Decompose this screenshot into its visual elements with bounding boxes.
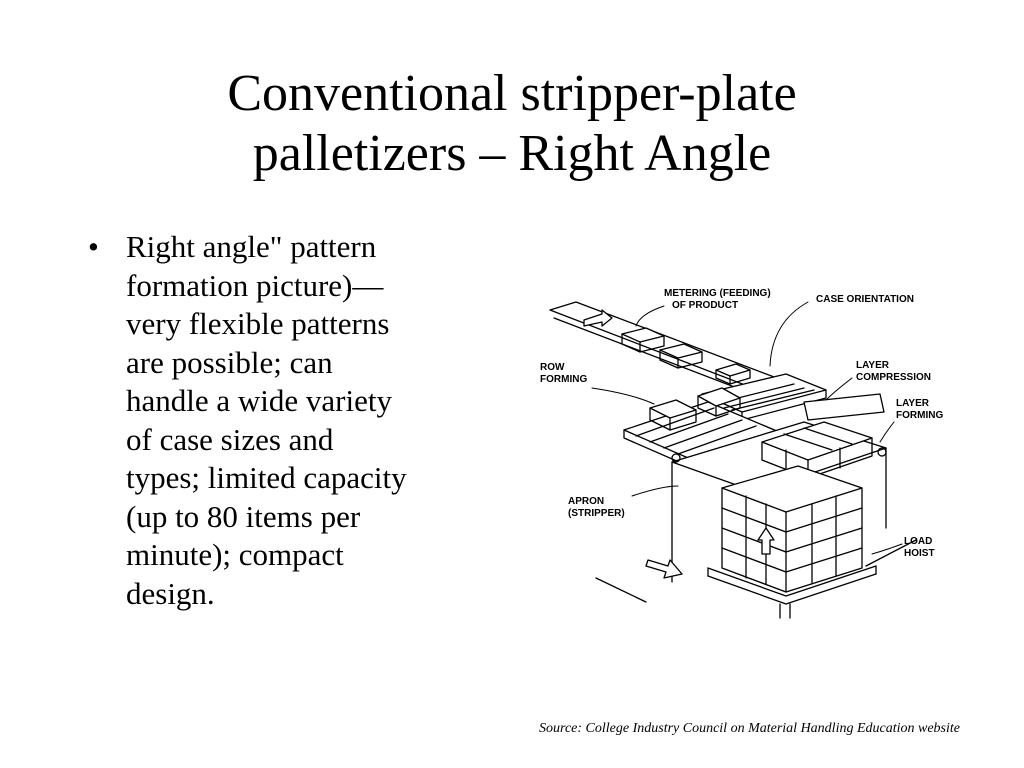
label-metering: METERING (FEEDING) <box>664 288 771 299</box>
label-row-forming: ROW <box>540 362 565 373</box>
bullet-item: • Right angle" pattern formation picture… <box>88 228 498 613</box>
label-row-forming-2: FORMING <box>540 374 587 385</box>
source-citation: Source: College Industry Council on Mate… <box>539 721 960 736</box>
pallet-load <box>721 465 863 593</box>
roller-conveyor <box>701 373 827 421</box>
label-case-orientation: CASE ORIENTATION <box>816 294 914 305</box>
leader-lines <box>591 301 903 555</box>
label-layer-forming-2: FORMING <box>896 410 943 421</box>
layer-cases <box>761 421 873 479</box>
bullet-line-5: handle a wide variety <box>126 383 392 418</box>
bullet-line-9: minute); compact <box>126 537 344 572</box>
label-layer-compression-2: COMPRESSION <box>856 372 931 383</box>
bullet-line-1: Right angle" pattern <box>126 229 377 264</box>
palletizer-diagram: METERING (FEEDING) OF PRODUCT CASE ORIEN… <box>536 282 952 622</box>
label-layer-compression: LAYER <box>856 360 890 371</box>
bullet-line-3: very flexible patterns <box>126 306 390 341</box>
floor-lines <box>595 539 917 603</box>
bullet-line-10: design. <box>126 575 215 611</box>
label-metering-2: OF PRODUCT <box>672 300 738 311</box>
title-line-1: Conventional stripper-plate <box>227 65 797 122</box>
pallet-hoist <box>707 565 877 619</box>
slide-title: Conventional stripper-plate palletizers … <box>60 64 964 184</box>
bullet-list: • Right angle" pattern formation picture… <box>88 228 498 613</box>
label-apron: APRON <box>568 496 604 507</box>
label-load-hoist: LOAD <box>904 536 932 547</box>
label-layer-forming: LAYER <box>896 398 930 409</box>
outbound-arrow <box>645 559 683 579</box>
bullet-dot: • <box>88 229 99 264</box>
bullet-line-8: (up to 80 items per <box>126 498 361 534</box>
bullet-line-6: of case sizes and <box>126 421 334 457</box>
bullet-line-7: types; limited capacity <box>126 460 407 495</box>
label-apron-2: (STRIPPER) <box>568 508 625 519</box>
bullet-line-2: formation picture)— <box>126 267 384 303</box>
bullet-line-4: are possible; can <box>126 344 333 380</box>
title-line-2: palletizers – Right Angle <box>252 125 772 182</box>
infeed-cases <box>621 327 751 385</box>
palletizer-drawing: METERING (FEEDING) OF PRODUCT CASE ORIEN… <box>540 288 943 619</box>
label-load-hoist-2: HOIST <box>904 548 935 559</box>
